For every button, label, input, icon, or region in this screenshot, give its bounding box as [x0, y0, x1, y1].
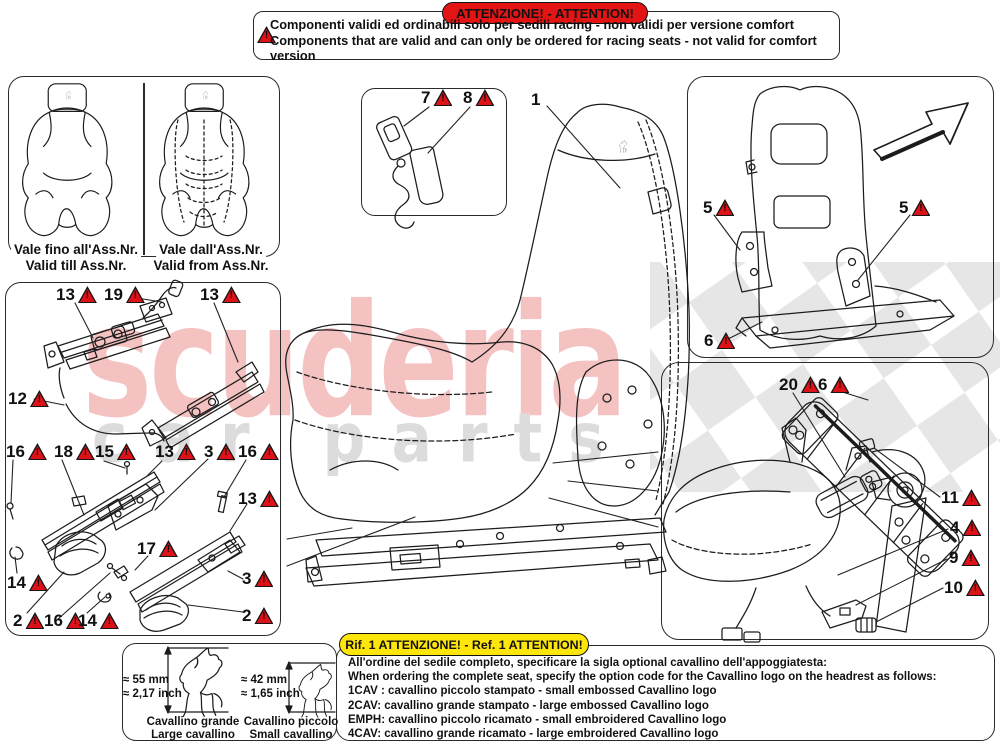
- large-cavallino-name-it: Cavallino grande: [146, 716, 240, 728]
- rails-parts-box: [5, 282, 281, 636]
- leader-line: [546, 105, 621, 189]
- order-info-line: All'ordine del sedile completo, specific…: [348, 657, 828, 669]
- warning-note-line-it: Componenti validi ed ordinabili solo per…: [270, 17, 795, 32]
- cushion-assembly-box: [661, 362, 989, 640]
- leader-line: [567, 480, 659, 492]
- order-info-text: All'ordine del sedile completo, specific…: [348, 656, 988, 741]
- small-cavallino-size-mm: ≈ 42 mm: [241, 674, 287, 686]
- large-cavallino-size-mm: ≈ 55 mm: [123, 674, 169, 686]
- order-info-box: [336, 645, 995, 741]
- callout-1: 1: [531, 91, 540, 108]
- small-cavallino-name-it: Cavallino piccolo: [243, 716, 339, 728]
- large-cavallino-name-en: Large cavallino: [151, 729, 235, 741]
- leader-line: [286, 516, 416, 567]
- warning-note-text: Componenti validi ed ordinabili solo per…: [270, 17, 836, 64]
- order-info-line: 2CAV: cavallino grande stampato - large …: [348, 699, 709, 712]
- small-cavallino-name-en: Small cavallino: [249, 729, 333, 741]
- ref1-attention-banner: Rif. 1 ATTENZIONE! - Ref. 1 ATTENTION!: [339, 633, 589, 656]
- attention-banner: ATTENZIONE! - ATTENTION!: [442, 2, 648, 24]
- seat-belt-box: [361, 88, 507, 216]
- validity-divider: [143, 83, 145, 255]
- callout-number: 1: [531, 90, 541, 109]
- validity-right-label-it: Vale dall'Ass.Nr.: [156, 242, 266, 258]
- validity-panel-box: [8, 76, 280, 257]
- order-info-line: EMPH: cavallino piccolo ricamato - small…: [348, 713, 727, 726]
- order-info-line: 1CAV : cavallino piccolo stampato - smal…: [348, 685, 717, 698]
- attention-banner-label: ATTENZIONE! - ATTENTION!: [456, 5, 634, 21]
- validity-left-label-en: Valid till Ass.Nr.: [22, 258, 130, 274]
- small-cavallino-size-inch: ≈ 1,65 inch: [241, 688, 300, 700]
- warning-note-line-en: Components that are valid and can only b…: [270, 32, 817, 64]
- leader-line: [286, 527, 353, 540]
- order-info-line: When ordering the complete seat, specify…: [348, 671, 937, 684]
- large-cavallino-size-inch: ≈ 2,17 inch: [123, 688, 182, 700]
- validity-left-label-it: Vale fino all'Ass.Nr.: [10, 242, 142, 258]
- leader-line: [548, 497, 659, 528]
- ref1-attention-banner-label: Rif. 1 ATTENZIONE! - Ref. 1 ATTENTION!: [345, 637, 583, 652]
- validity-right-label-en: Valid from Ass.Nr.: [150, 258, 272, 274]
- order-info-line: 4CAV: cavallino grande ricamato - large …: [348, 728, 719, 741]
- seat-shell-box: [687, 76, 994, 358]
